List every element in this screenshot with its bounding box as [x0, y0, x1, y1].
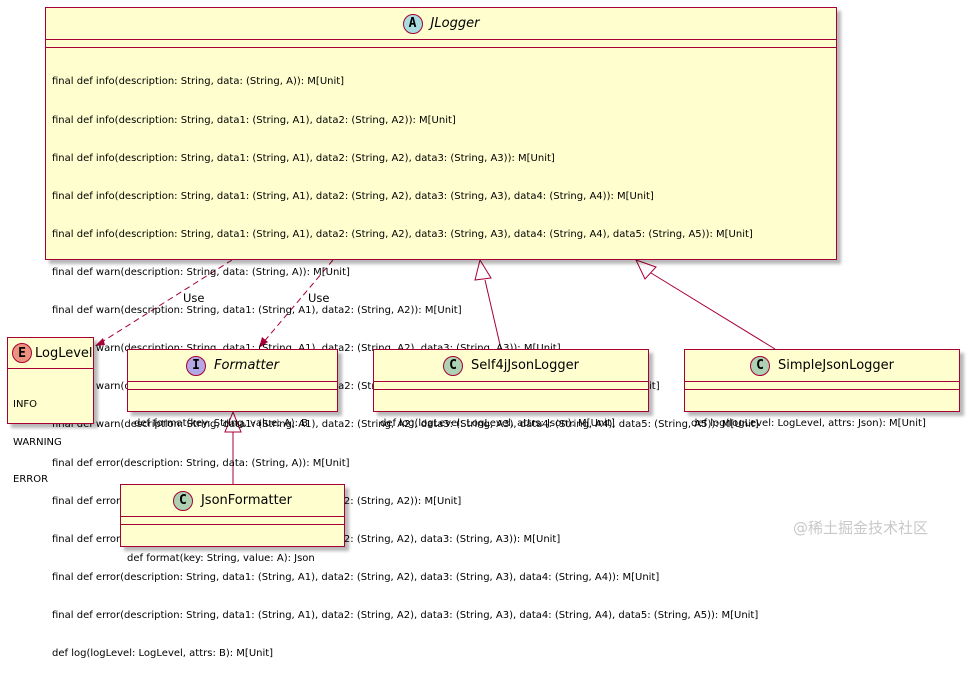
interface-formatter: I Formatter def format(key: String, valu… [127, 349, 338, 429]
class-stereotype-icon: C [443, 355, 464, 376]
method-row: final def info(description: String, data… [52, 114, 456, 126]
use-edge-formatter [261, 259, 334, 345]
class-self4j-header: C Self4jJsonLogger [374, 350, 648, 382]
method-row: final def warn(description: String, data… [52, 419, 759, 431]
enum-loglevel-values: INFO WARNING ERROR [8, 369, 93, 512]
class-stereotype-icon: C [172, 490, 193, 511]
class-jsonformatter-methods: def format(key: String, value: A): Json [121, 525, 344, 592]
enum-loglevel-name: LogLevel [35, 345, 93, 361]
method-row: final def info(description: String, data… [52, 152, 555, 164]
method-row: final def warn(description: String, data… [52, 305, 462, 317]
interface-formatter-name: Formatter [214, 358, 279, 373]
class-simple-methods: def log(logLevel: LogLevel, attrs: Json)… [685, 390, 959, 457]
class-stereotype-icon: C [749, 355, 770, 376]
class-simple-json-logger: C SimpleJsonLogger def log(logLevel: Log… [684, 349, 960, 429]
class-self4j-attributes [374, 382, 648, 390]
method-row: final def info(description: String, data… [52, 228, 753, 240]
method-row: def format(key: String, value: A): Json [127, 553, 315, 565]
enum-value: ERROR [13, 474, 49, 485]
method-row: final def info(description: String, data… [52, 76, 345, 88]
class-simple-name: SimpleJsonLogger [777, 358, 894, 373]
class-jlogger-name: JLogger [430, 16, 480, 31]
method-row: def log(logLevel: LogLevel, attrs: Json)… [691, 418, 926, 430]
class-self4j-methods: def log(logLevel: LogLevel, attrs: Json)… [374, 390, 648, 457]
method-row: final def error(description: String, dat… [52, 609, 759, 621]
abstract-stereotype-icon: A [402, 13, 423, 34]
enum-loglevel: E LogLevel INFO WARNING ERROR [7, 337, 94, 485]
method-row: def format(key: String, value: A): B [134, 418, 309, 430]
relationship-edges [95, 258, 776, 485]
inherit-edge-simple [650, 272, 776, 350]
use-arrowhead-loglevel [95, 338, 105, 346]
class-simple-header: C SimpleJsonLogger [685, 350, 959, 382]
enum-value: WARNING [13, 436, 62, 448]
enum-value: INFO [13, 399, 38, 410]
method-row: def log(logLevel: LogLevel, attrs: B): M… [52, 648, 274, 660]
class-simple-attributes [685, 382, 959, 390]
method-row: final def error(description: String, dat… [52, 457, 350, 469]
class-jlogger-header: A JLogger [46, 8, 836, 40]
inherit-triangle-self4j [474, 258, 492, 281]
interface-formatter-header: I Formatter [128, 350, 337, 382]
use-label-loglevel: Use [183, 291, 205, 305]
use-edge-loglevel [96, 259, 233, 346]
inherit-edge-self4j [484, 279, 502, 350]
interface-formatter-methods: def format(key: String, value: A): B [128, 390, 337, 457]
class-self4j-json-logger: C Self4jJsonLogger def log(logLevel: Log… [373, 349, 649, 429]
class-json-formatter: C JsonFormatter def format(key: String, … [120, 484, 345, 564]
class-self4j-name: Self4jJsonLogger [471, 358, 579, 373]
use-label-formatter: Use [308, 291, 330, 305]
watermark: @稀土掘金技术社区 [793, 519, 929, 537]
class-jsonformatter-attributes [121, 517, 344, 525]
class-jlogger: A JLogger final def info(description: St… [45, 7, 837, 659]
method-row: final def info(description: String, data… [52, 190, 654, 202]
method-row: def log(logLevel: LogLevel, attrs: Json)… [380, 418, 615, 430]
inherit-triangle-jsonformatter [224, 410, 242, 433]
class-jlogger-attributes [46, 40, 836, 48]
interface-formatter-attributes [128, 382, 337, 390]
use-arrowhead-formatter [259, 337, 268, 348]
inherit-triangle-simple [635, 259, 657, 280]
enum-stereotype-icon: E [12, 343, 32, 363]
class-jsonformatter-header: C JsonFormatter [121, 485, 344, 517]
method-row: final def warn(description: String, data… [52, 266, 350, 278]
class-jsonformatter-name: JsonFormatter [200, 493, 293, 508]
interface-stereotype-icon: I [186, 355, 207, 376]
enum-loglevel-header: E LogLevel [8, 338, 93, 369]
